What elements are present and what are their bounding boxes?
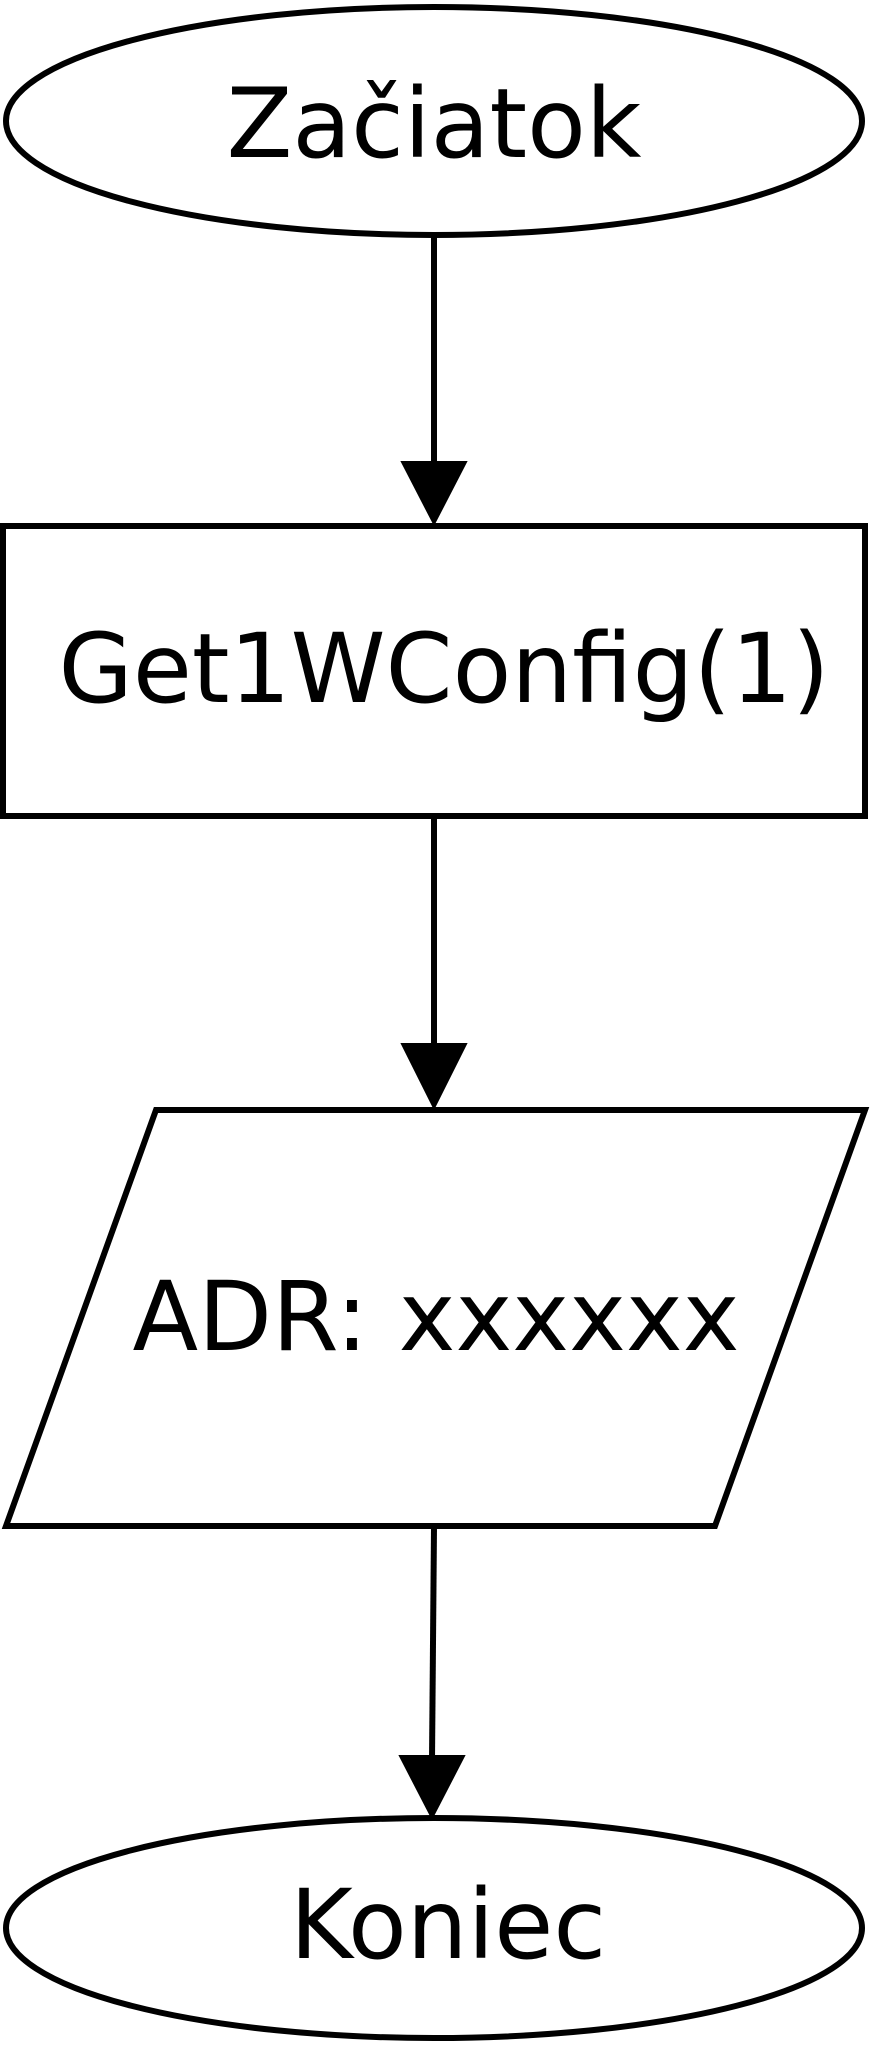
process-rectangle — [0, 523, 868, 819]
node-start: Začiatok — [3, 4, 865, 238]
arrowhead — [400, 1043, 468, 1111]
node-output: ADR: xxxxxx — [1, 1107, 870, 1529]
output-parallelogram — [1, 1107, 870, 1529]
edge-process-to-output — [400, 818, 468, 1111]
arrowhead — [398, 1755, 466, 1821]
node-end: Koniec — [3, 1815, 865, 2041]
edge-start-to-process — [400, 236, 468, 527]
edge-output-to-end — [398, 1526, 466, 1821]
node-process: Get1WConfig(1) — [0, 523, 868, 819]
end-label: Koniec — [290, 1869, 606, 1981]
start-label: Začiatok — [227, 68, 642, 180]
output-label: ADR: xxxxxx — [132, 1261, 739, 1373]
end-ellipse — [3, 1815, 865, 2041]
process-label: Get1WConfig(1) — [58, 613, 829, 725]
arrowhead — [400, 461, 468, 527]
start-ellipse — [3, 4, 865, 238]
